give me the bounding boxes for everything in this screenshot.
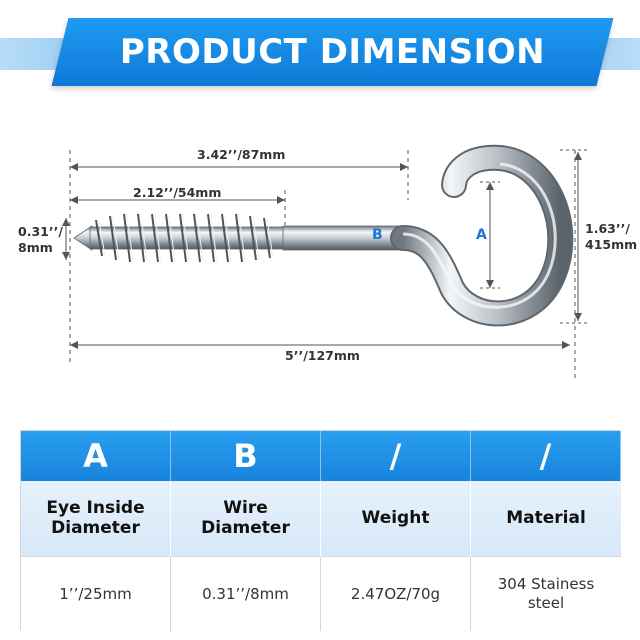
value-material: 304 Stainess steel	[471, 557, 621, 631]
table-header-slash-2: /	[471, 431, 621, 481]
dimension-lines	[65, 149, 590, 380]
table-header-slash-1: /	[321, 431, 471, 481]
label-wire-diameter: Wire Diameter	[171, 481, 321, 557]
dimension-overall-length: 5’’/127mm	[285, 348, 360, 363]
dimension-hook-height: 1.63’’/ 415mm	[585, 221, 638, 253]
product-diagram: 3.42’’/87mm 2.12’’/54mm 0.31’’/ 8mm 1.63…	[0, 110, 640, 390]
table-header-b: B	[171, 431, 321, 481]
label-weight: Weight	[321, 481, 471, 557]
banner-title: PRODUCT DIMENSION	[119, 32, 546, 72]
spec-table: A B / / Eye Inside Diameter Wire Diamete…	[20, 430, 621, 631]
dimension-shank-length: 3.42’’/87mm	[197, 147, 286, 162]
label-material: Material	[471, 481, 621, 557]
label-a-marker: A	[476, 227, 487, 243]
table-header-a: A	[21, 431, 171, 481]
dimension-thread-length: 2.12’’/54mm	[133, 185, 222, 200]
value-eye-inside-diameter: 1’’/25mm	[21, 557, 171, 631]
dimension-wire-diameter: 0.31’’/ 8mm	[18, 224, 63, 256]
screw-hook-illustration	[62, 144, 590, 380]
value-wire-diameter: 0.31’’/8mm	[171, 557, 321, 631]
label-b-marker: B	[372, 227, 383, 243]
hook-body	[282, 144, 574, 327]
label-eye-inside-diameter: Eye Inside Diameter	[21, 481, 171, 557]
value-weight: 2.47OZ/70g	[321, 557, 471, 631]
dimension-arrows	[62, 152, 582, 349]
screw-thread	[73, 213, 286, 263]
